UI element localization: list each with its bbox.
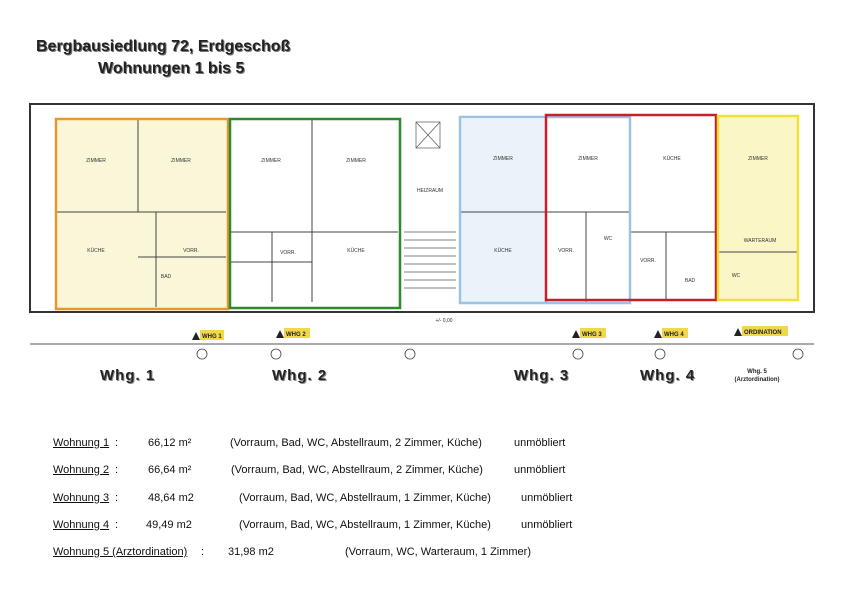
tag-whg5: ORDINATION [744,330,782,336]
summary-name: Wohnung 4 [53,519,110,531]
room-zimmer-2a: ZIMMER [261,158,281,164]
summary-rooms: (Vorraum, Bad, WC, Abstellraum, 1 Zimmer… [239,492,491,504]
title-line-2: Wohnungen 1 bis 5 [98,60,245,77]
room-zimmer-1a: ZIMMER [86,158,106,164]
unit-label-4: Whg. 4 [640,367,696,384]
unit-5-fill [718,116,798,300]
summary-name: Wohnung 2 [53,464,110,476]
room-kueche-4: KÜCHE [663,155,681,162]
room-zimmer-1b: ZIMMER [171,158,191,164]
room-zimmer-2b: ZIMMER [346,158,366,164]
summary-status: unmöbliert [514,464,566,476]
summary-rooms: (Vorraum, Bad, WC, Abstellraum, 2 Zimmer… [231,464,483,476]
room-warteraum: WARTERAUM [744,238,777,244]
unit-3-fill [460,119,546,303]
tag-whg5-bg [742,326,788,336]
document-title: Bergbausiedlung 72, Erdgeschoß Wohnungen… [36,36,290,80]
room-zimmer-3: ZIMMER [493,156,513,162]
level-marker: +/- 0,00 [435,318,452,324]
tag-whg1: WHG 1 [202,334,222,340]
unit-label-5-sub: (Arztordination) [734,377,780,383]
summary-area: 31,98 m2 [228,546,274,558]
floor-plan: ZIMMER ZIMMER KÜCHE VORR. BAD ZIMMER ZIM… [29,103,815,360]
tag-whg2: WHG 2 [286,332,306,338]
unit-1-fill [56,119,228,309]
unit-4-border [544,113,718,302]
room-kueche-1: KÜCHE [87,247,105,254]
unit-label-5-name: Whg. 5 [747,369,767,375]
unit-label-1: Whg. 1 [100,367,156,384]
room-zimmer-5: ZIMMER [748,156,768,162]
room-zimmer-4: ZIMMER [578,156,598,162]
tag-whg2-bg [284,328,310,338]
summary-status: unmöbliert [521,492,573,504]
summary-rooms: (Vorraum, WC, Warteraum, 1 Zimmer) [345,546,531,558]
unit-label-5: Whg. 5 (Arztordination) [712,368,802,384]
summary-rooms: (Vorraum, Bad, WC, Abstellraum, 2 Zimmer… [230,437,482,449]
summary-area: 66,64 m² [148,464,192,476]
tag-whg1-bg [200,330,224,340]
summary-status: unmöbliert [514,437,566,449]
tag-whg4: WHG 4 [664,332,684,338]
room-vorr-4: VORR. [640,258,656,264]
building-outline [29,103,815,313]
summary-name: Wohnung 5 (Arztordination) [53,546,188,558]
entrance-markers [192,328,742,340]
summary-area: 49,49 m2 [146,519,192,531]
tag-whg4-bg [662,328,688,338]
room-vorr-1: VORR. [183,248,199,254]
summary-name: Wohnung 3 [53,492,110,504]
summary-area: 48,64 m2 [148,492,194,504]
axis-markers [196,348,804,360]
summary-rooms: (Vorraum, Bad, WC, Abstellraum, 1 Zimmer… [239,519,491,531]
summary-status: unmöbliert [521,519,573,531]
room-kueche-2: KÜCHE [347,247,365,254]
tag-whg3: WHG 3 [582,332,602,338]
unit-1-border [54,117,230,311]
room-bad-4: BAD [685,278,696,284]
unit-label-2: Whg. 2 [272,367,328,384]
room-bad-1: BAD [161,274,172,280]
stairwell [404,121,456,289]
room-vorr-3: VORR. [558,248,574,254]
room-heizraum: HEIZRAUM [417,188,443,194]
summary-area: 66,12 m² [148,437,192,449]
unit-2-border [228,117,402,310]
room-kueche-3: KÜCHE [494,247,512,254]
room-vorr-2: VORR. [280,250,296,256]
summary-name: Wohnung 1 [53,437,110,449]
room-wc-3: WC [604,236,613,242]
unit-label-3: Whg. 3 [514,367,570,384]
room-wc-5: WC [732,273,741,279]
tag-whg3-bg [580,328,606,338]
unit-5-border [716,114,800,302]
title-line-1: Bergbausiedlung 72, Erdgeschoß [36,38,291,55]
